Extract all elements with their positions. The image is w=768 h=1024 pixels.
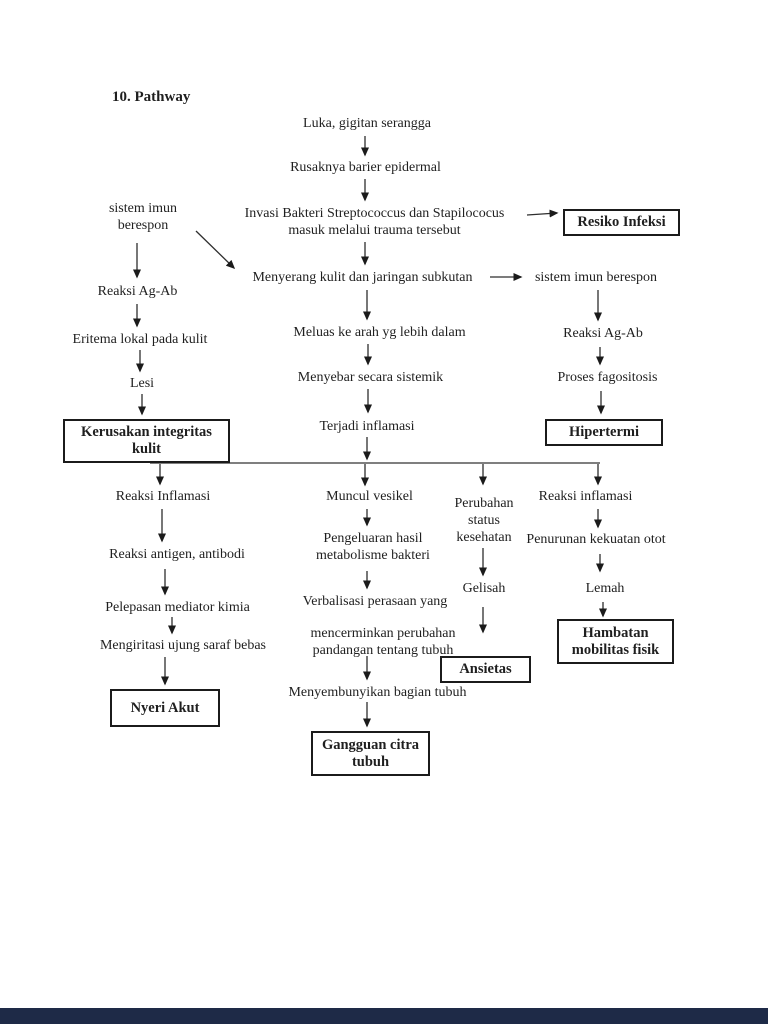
node-reaksi-inflamasi-kanan: Reaksi inflamasi: [538, 489, 633, 504]
node-proses-fagositosis: Proses fagositosis: [557, 370, 658, 385]
node-reaksi-ag-ab-kiri: Reaksi Ag-Ab: [97, 284, 178, 299]
node-penurunan-kekuatan-otot: Penurunan kekuatan otot: [526, 532, 666, 547]
diagnosis-box-hipertermi: Hipertermi: [545, 419, 663, 446]
diagnosis-box-hambatan-mobilitas-fisik: Hambatan mobilitas fisik: [557, 619, 674, 664]
node-meluas: Meluas ke arah yg lebih dalam: [293, 325, 466, 340]
node-lesi: Lesi: [129, 376, 155, 391]
node-pengeluaran-metabolisme: Pengeluaran hasil metabolisme bakteri: [316, 531, 430, 564]
node-terjadi-inflamasi: Terjadi inflamasi: [319, 419, 415, 434]
node-mengiritasi-ujung-saraf: Mengiritasi ujung saraf bebas: [99, 638, 266, 653]
node-menyembunyikan-bagian-tubuh: Menyembunyikan bagian tubuh: [288, 685, 467, 700]
node-invasi-bakteri: Invasi Bakteri Streptococcus dan Stapilo…: [244, 206, 505, 239]
diagnosis-box-ansietas: Ansietas: [440, 656, 531, 683]
node-menyerang-kulit: Menyerang kulit dan jaringan subkutan: [252, 270, 473, 285]
node-pelepasan-mediator-kimia: Pelepasan mediator kimia: [105, 600, 250, 615]
arrow-invasi-to-resiko-infeksi: [526, 209, 559, 218]
node-luka-gigitan-serangga: Luka, gigitan serangga: [303, 116, 431, 131]
node-sistem-imun-berespon-kiri: sistem imun berespon: [108, 201, 178, 234]
diagnosis-box-resiko-infeksi: Resiko Infeksi: [563, 209, 680, 236]
viewer-bottom-bar: [0, 1008, 768, 1024]
node-muncul-vesikel: Muncul vesikel: [326, 489, 413, 504]
node-rusaknya-barier-epidermal: Rusaknya barier epidermal: [290, 160, 441, 175]
node-eritema-lokal: Eritema lokal pada kulit: [72, 332, 208, 347]
node-menyebar-sistemik: Menyebar secara sistemik: [297, 370, 444, 385]
node-reaksi-antigen-antibodi: Reaksi antigen, antibodi: [109, 547, 245, 562]
node-verbalisasi-perasaan: Verbalisasi perasaan yang: [302, 594, 448, 609]
diagnosis-box-gangguan-citra-tubuh: Gangguan citra tubuh: [311, 731, 430, 776]
node-gelisah: Gelisah: [462, 581, 506, 596]
page-title: 10. Pathway: [112, 89, 191, 105]
diagnosis-box-kerusakan-integritas-kulit: Kerusakan integritas kulit: [63, 419, 230, 463]
node-lemah: Lemah: [585, 581, 625, 596]
node-mencerminkan-perubahan: mencerminkan perubahan pandangan tentang…: [310, 626, 456, 659]
node-perubahan-status-kesehatan: Perubahan status kesehatan: [454, 496, 514, 546]
node-reaksi-inflamasi-kiri: Reaksi Inflamasi: [115, 489, 211, 504]
node-sistem-imun-berespon-kanan: sistem imun berespon: [534, 270, 658, 285]
diagnosis-box-nyeri-akut: Nyeri Akut: [110, 689, 220, 727]
node-reaksi-ag-ab-kanan: Reaksi Ag-Ab: [563, 326, 643, 341]
